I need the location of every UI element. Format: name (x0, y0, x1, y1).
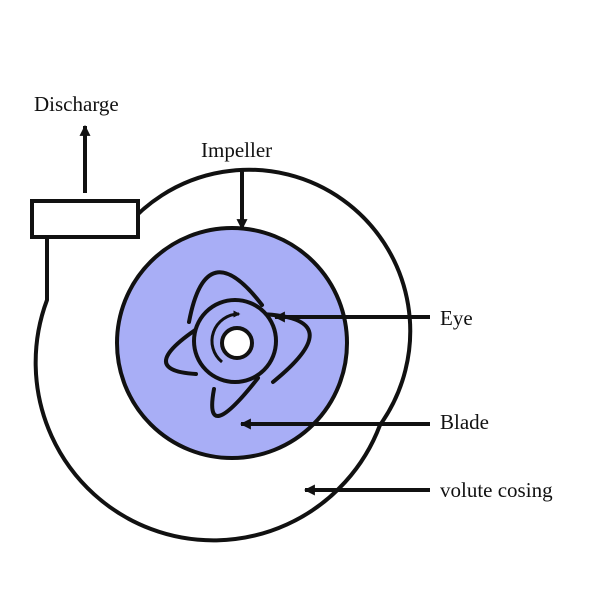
discharge-flange (30, 199, 140, 239)
blade (210, 376, 260, 418)
impeller-label: Impeller (201, 138, 272, 162)
blade-label: Blade (440, 410, 489, 434)
discharge-label: Discharge (34, 92, 119, 116)
impeller-eye-hub (220, 326, 254, 360)
eye-label: Eye (440, 306, 473, 330)
blade (187, 270, 264, 324)
volute-casing-label: volute cosing (440, 478, 553, 502)
counterclockwise-arrow-icon (210, 310, 241, 364)
